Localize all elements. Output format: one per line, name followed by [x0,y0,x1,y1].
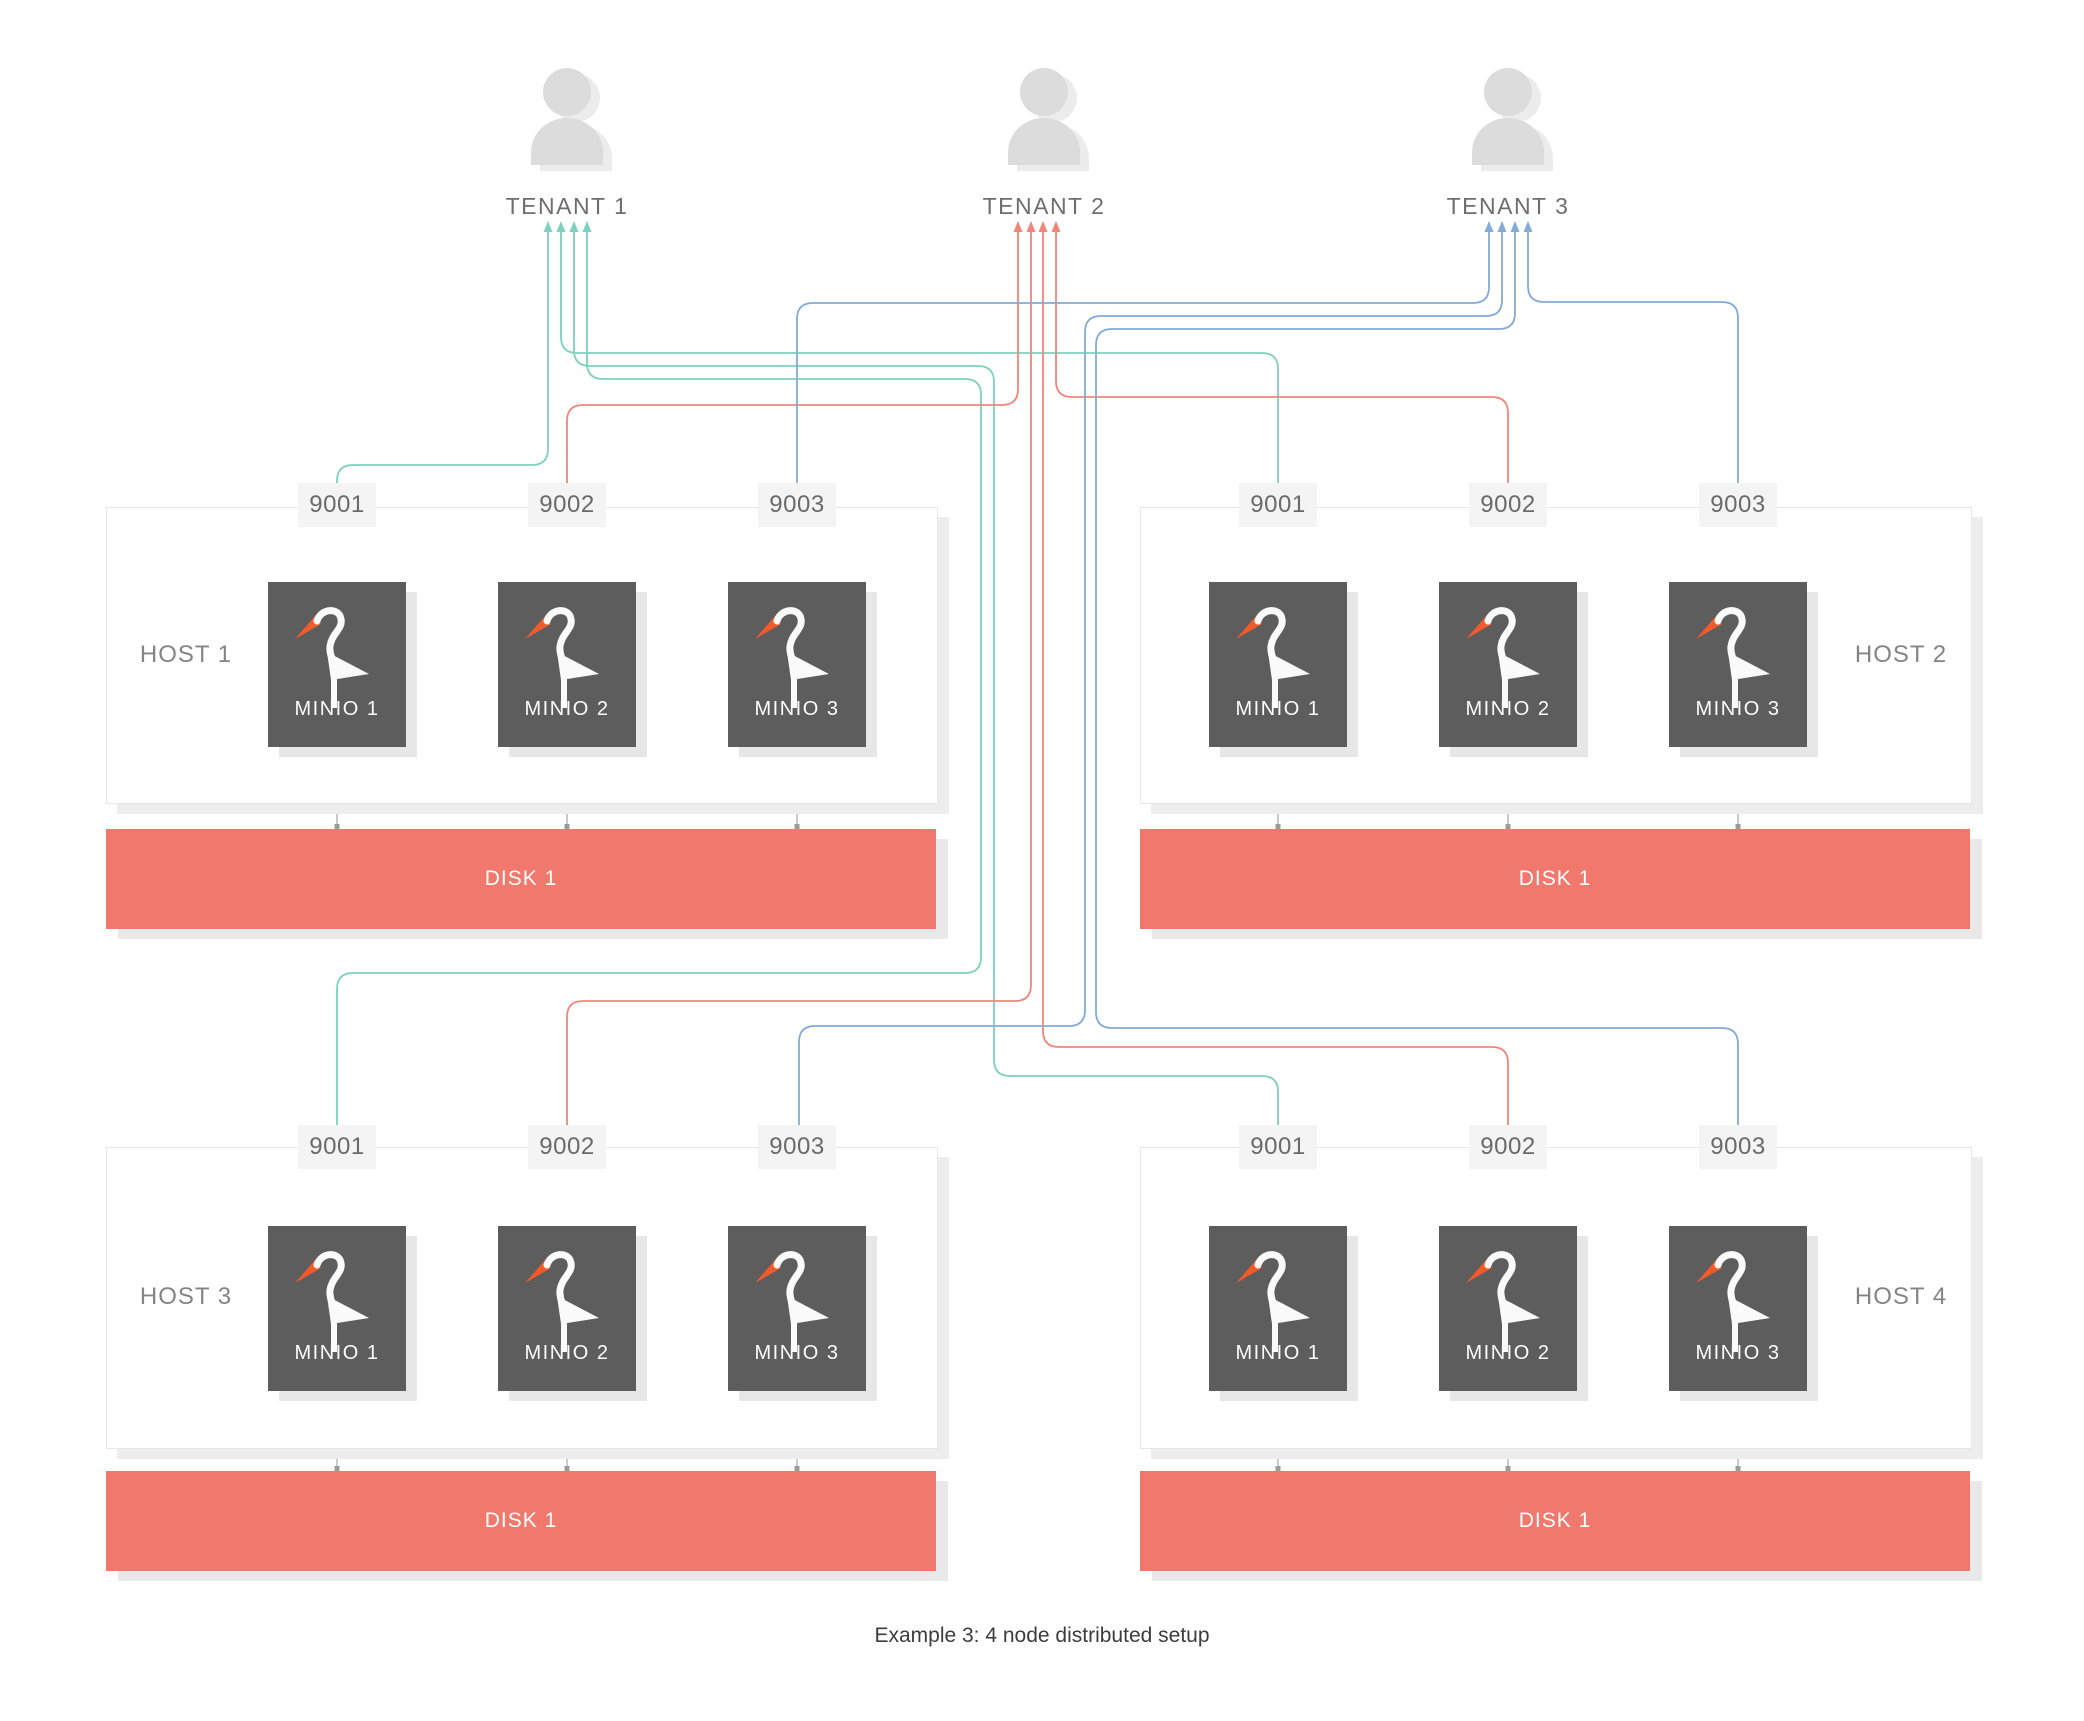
disk-bar-host4: DISK 1 [1140,1471,1970,1571]
port-label-9003: 9003 [1699,483,1777,527]
minio-node-label: MINIO 2 [1465,698,1551,720]
arrow-up-icon [582,221,592,232]
minio-stork-icon [295,607,369,708]
tenant-label: TENANT 2 [982,193,1106,219]
minio-stork-icon [525,607,599,708]
minio-node-label: MINIO 1 [1235,698,1321,720]
disk-label: DISK 1 [1518,867,1592,890]
host-label: HOST 4 [1854,1283,1948,1310]
minio-node-label: MINIO 1 [294,698,380,720]
arrow-up-icon [1523,221,1533,232]
user-icon [1472,68,1553,171]
arrow-up-icon [556,221,566,232]
port-label-9002: 9002 [528,483,606,527]
minio-stork-icon [1696,607,1770,708]
arrow-up-icon [1510,221,1520,232]
disk-label: DISK 1 [1518,1509,1592,1532]
disk-bar-host3: DISK 1 [106,1471,936,1571]
disk-label: DISK 1 [484,1509,558,1532]
arrow-up-icon [1497,221,1507,232]
disk-bar-host2: DISK 1 [1140,829,1970,929]
tenant-3 [1428,52,1588,212]
port-label-9001: 9001 [1239,1125,1317,1169]
tenant-2 [964,52,1124,212]
minio-node-label: MINIO 3 [754,698,840,720]
minio-stork-icon [1466,1251,1540,1352]
minio-node-host4-1: MINIO 1 [1209,1226,1347,1391]
port-label-9002: 9002 [1469,483,1547,527]
minio-stork-icon [1236,1251,1310,1352]
port-label-9003: 9003 [1699,1125,1777,1169]
minio-stork-icon [525,1251,599,1352]
host-label: HOST 2 [1854,641,1948,668]
host-label: HOST 1 [139,641,233,668]
disk-label: DISK 1 [484,867,558,890]
minio-node-label: MINIO 2 [524,1342,610,1364]
arrow-up-icon [1484,221,1494,232]
minio-stork-icon [1696,1251,1770,1352]
minio-node-label: MINIO 1 [1235,1342,1321,1364]
minio-node-label: MINIO 2 [1465,1342,1551,1364]
diagram-caption: Example 3: 4 node distributed setup [874,1624,1210,1647]
tenant-label: TENANT 1 [505,193,629,219]
arrow-up-icon [543,221,553,232]
minio-stork-icon [755,607,829,708]
arrow-up-icon [569,221,579,232]
tenant-label: TENANT 3 [1446,193,1570,219]
port-label-9001: 9001 [298,483,376,527]
minio-node-host1-3: MINIO 3 [728,582,866,747]
port-label-9003: 9003 [758,483,836,527]
minio-stork-icon [1466,607,1540,708]
port-label-9002: 9002 [1469,1125,1547,1169]
port-label-9003: 9003 [758,1125,836,1169]
minio-node-host4-2: MINIO 2 [1439,1226,1577,1391]
user-icon [531,68,612,171]
minio-node-host3-3: MINIO 3 [728,1226,866,1391]
disk-bar-host1: DISK 1 [106,829,936,929]
minio-stork-icon [755,1251,829,1352]
host-label: HOST 3 [139,1283,233,1310]
minio-node-host2-3: MINIO 3 [1669,582,1807,747]
arrow-up-icon [1026,221,1036,232]
minio-node-label: MINIO 3 [1695,698,1781,720]
arrow-up-icon [1013,221,1023,232]
minio-node-host2-2: MINIO 2 [1439,582,1577,747]
minio-node-host2-1: MINIO 1 [1209,582,1347,747]
arrow-up-icon [1038,221,1048,232]
minio-node-host1-2: MINIO 2 [498,582,636,747]
minio-node-label: MINIO 2 [524,698,610,720]
port-label-9002: 9002 [528,1125,606,1169]
user-icon [1008,68,1089,171]
minio-node-host3-1: MINIO 1 [268,1226,406,1391]
minio-node-host3-2: MINIO 2 [498,1226,636,1391]
tenant-1 [487,52,647,212]
minio-node-host1-1: MINIO 1 [268,582,406,747]
minio-stork-icon [1236,607,1310,708]
minio-node-label: MINIO 1 [294,1342,380,1364]
minio-stork-icon [295,1251,369,1352]
minio-node-label: MINIO 3 [1695,1342,1781,1364]
port-label-9001: 9001 [1239,483,1317,527]
minio-node-label: MINIO 3 [754,1342,840,1364]
arrow-up-icon [1051,221,1061,232]
minio-node-host4-3: MINIO 3 [1669,1226,1807,1391]
port-label-9001: 9001 [298,1125,376,1169]
